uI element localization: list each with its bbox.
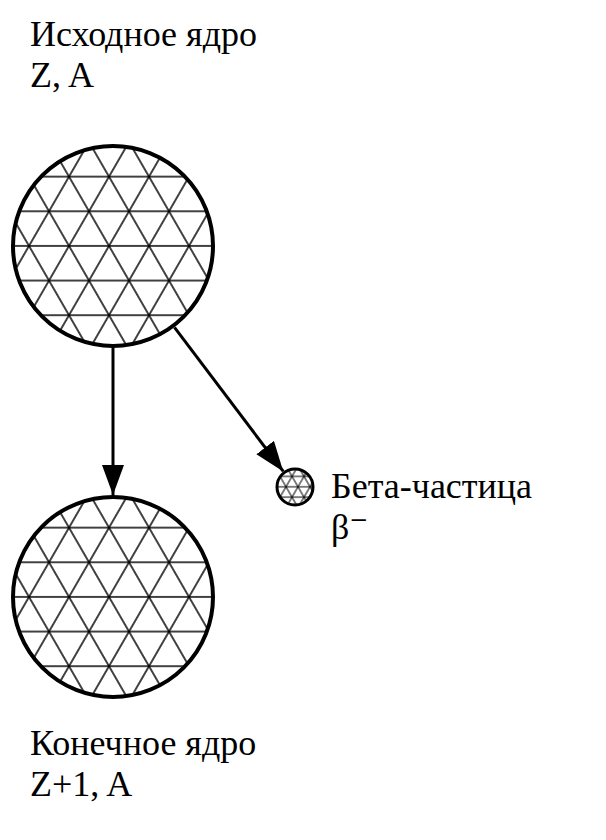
- node-formula: Z, A: [30, 55, 257, 96]
- initial-nucleus: Исходное ядроZ, A: [9, 14, 257, 350]
- node-formula: Z+1, A: [30, 764, 256, 805]
- decay-arrow: [112, 348, 115, 495]
- circle-outline: [13, 146, 213, 346]
- hatch-fill: [13, 497, 213, 697]
- hatch-fill: [277, 469, 313, 505]
- nucleus-circle: [9, 142, 217, 350]
- final-nucleus: Конечное ядроZ+1, A: [9, 493, 256, 805]
- nucleus-circle: [9, 493, 217, 701]
- node-formula: β⁻: [331, 507, 532, 548]
- circle-outline: [277, 469, 313, 505]
- hatch-fill: [13, 497, 213, 697]
- nucleus-circle: [274, 466, 316, 508]
- node-title: Исходное ядро: [30, 14, 257, 55]
- node-label: Конечное ядроZ+1, A: [30, 723, 256, 805]
- node-title: Бета-частица: [331, 466, 532, 507]
- hatch-fill: [13, 146, 213, 346]
- hatch-fill: [277, 469, 313, 505]
- hatch-fill: [13, 146, 213, 346]
- decay-arrow: [174, 327, 283, 471]
- hatch-fill: [13, 146, 213, 346]
- hatch-fill: [277, 469, 313, 505]
- node-label: Бета-частицаβ⁻: [331, 466, 532, 548]
- beta-particle: Бета-частицаβ⁻: [274, 466, 532, 548]
- circle-outline: [13, 497, 213, 697]
- hatch-fill: [13, 497, 213, 697]
- node-title: Конечное ядро: [30, 723, 256, 764]
- node-label: Исходное ядроZ, A: [30, 14, 257, 96]
